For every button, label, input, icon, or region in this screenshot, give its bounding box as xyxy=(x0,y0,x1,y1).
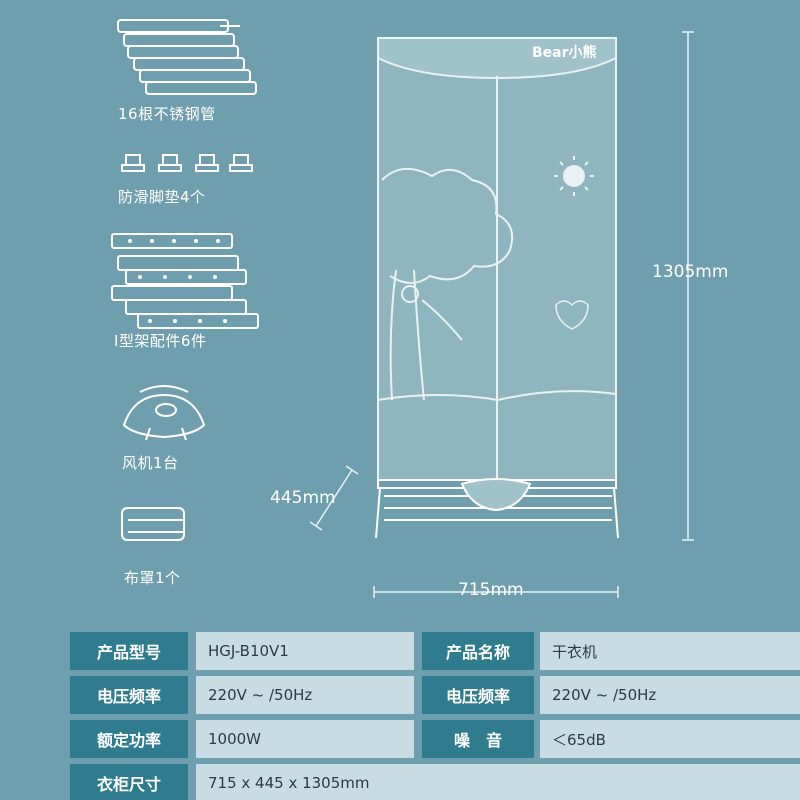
spec-row-size: 衣柜尺寸 715 x 445 x 1305mm xyxy=(70,764,800,800)
height-label: 1305mm xyxy=(652,262,729,282)
spec-key: 产品型号 xyxy=(70,632,188,670)
accessory-label-fan: 风机1台 xyxy=(122,454,179,472)
width-label: 715mm xyxy=(458,580,524,600)
wardrobe-illustration xyxy=(375,37,619,539)
foot-pad-icon xyxy=(121,154,253,172)
spec-value: 干衣机 xyxy=(540,632,800,670)
height-dimension-line xyxy=(682,31,694,541)
spec-value: 220V ~ /50Hz xyxy=(196,676,414,714)
spec-key: 噪 音 xyxy=(422,720,534,758)
spec-value: 220V ~ /50Hz xyxy=(540,676,800,714)
depth-label: 445mm xyxy=(270,488,336,508)
spec-key: 电压频率 xyxy=(422,676,534,714)
spec-row-voltage: 电压频率 220V ~ /50Hz 电压频率 220V ~ /50Hz xyxy=(70,676,800,714)
product-illustration: 16根不锈钢管 防滑脚垫4个 I型架配件6件 风机1台 布罩1个 Bear小熊 … xyxy=(111,19,729,600)
spec-value: 1000W xyxy=(196,720,414,758)
spec-value: HGJ-B10V1 xyxy=(196,632,414,670)
spec-key: 电压频率 xyxy=(70,676,188,714)
accessory-label-foot-pads: 防滑脚垫4个 xyxy=(118,188,206,206)
spec-key: 衣柜尺寸 xyxy=(70,764,188,800)
spec-key: 产品名称 xyxy=(422,632,534,670)
steel-pipe-icon xyxy=(117,19,257,95)
spec-value: ＜65dB xyxy=(540,720,800,758)
fan-icon xyxy=(122,385,206,441)
rack-part-icon xyxy=(111,233,259,329)
accessory-label-rack-parts: I型架配件6件 xyxy=(114,332,207,350)
brand-logo: Bear小熊 xyxy=(532,45,597,61)
cloth-cover-icon xyxy=(121,507,185,541)
spec-row-model: 产品型号 HGJ-B10V1 产品名称 干衣机 xyxy=(70,632,800,670)
accessory-label-cover: 布罩1个 xyxy=(124,569,181,587)
spec-row-power: 额定功率 1000W 噪 音 ＜65dB xyxy=(70,720,800,758)
width-dimension-line xyxy=(373,586,619,598)
spec-value: 715 x 445 x 1305mm xyxy=(196,764,800,800)
depth-dimension-line xyxy=(309,465,359,531)
accessory-label-pipes: 16根不锈钢管 xyxy=(118,105,216,123)
spec-key: 额定功率 xyxy=(70,720,188,758)
